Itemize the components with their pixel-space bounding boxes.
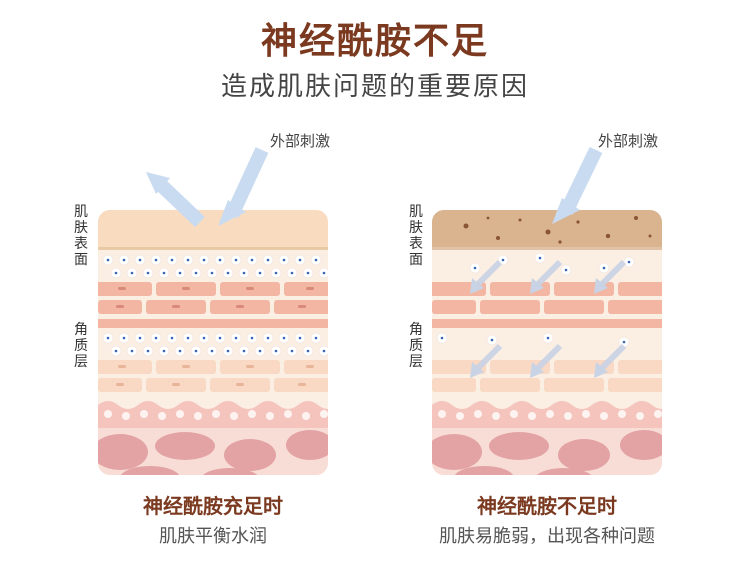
skin-layers-left	[98, 210, 328, 475]
skin-surface-label-right: 肌肤表面	[409, 204, 423, 268]
caption-title-right: 神经酰胺不足时	[477, 494, 617, 518]
stimulus-arrow-left	[218, 147, 269, 226]
stimulus-arrow-right	[552, 146, 603, 224]
corneum-label-left: 角质层	[74, 322, 88, 370]
caption-sub-left: 肌肤平衡水润	[159, 526, 267, 547]
page-subtitle: 造成肌肤问题的重要原因	[220, 72, 529, 102]
skin-surface-left	[98, 210, 328, 248]
caption-sub-right: 肌肤易脆弱，出现各种问题	[439, 526, 655, 547]
external-stimulus-label-left: 外部刺激	[270, 132, 331, 150]
corneum-label-right: 角质层	[409, 322, 423, 370]
skin-layers-right	[432, 210, 662, 475]
external-stimulus-label-right: 外部刺激	[598, 132, 659, 150]
reflect-arrow-left	[146, 172, 205, 228]
skin-surface-right	[432, 210, 662, 248]
skin-surface-label-left: 肌肤表面	[74, 204, 88, 268]
page-title: 神经酰胺不足	[260, 21, 489, 62]
caption-title-left: 神经酰胺充足时	[143, 494, 283, 518]
